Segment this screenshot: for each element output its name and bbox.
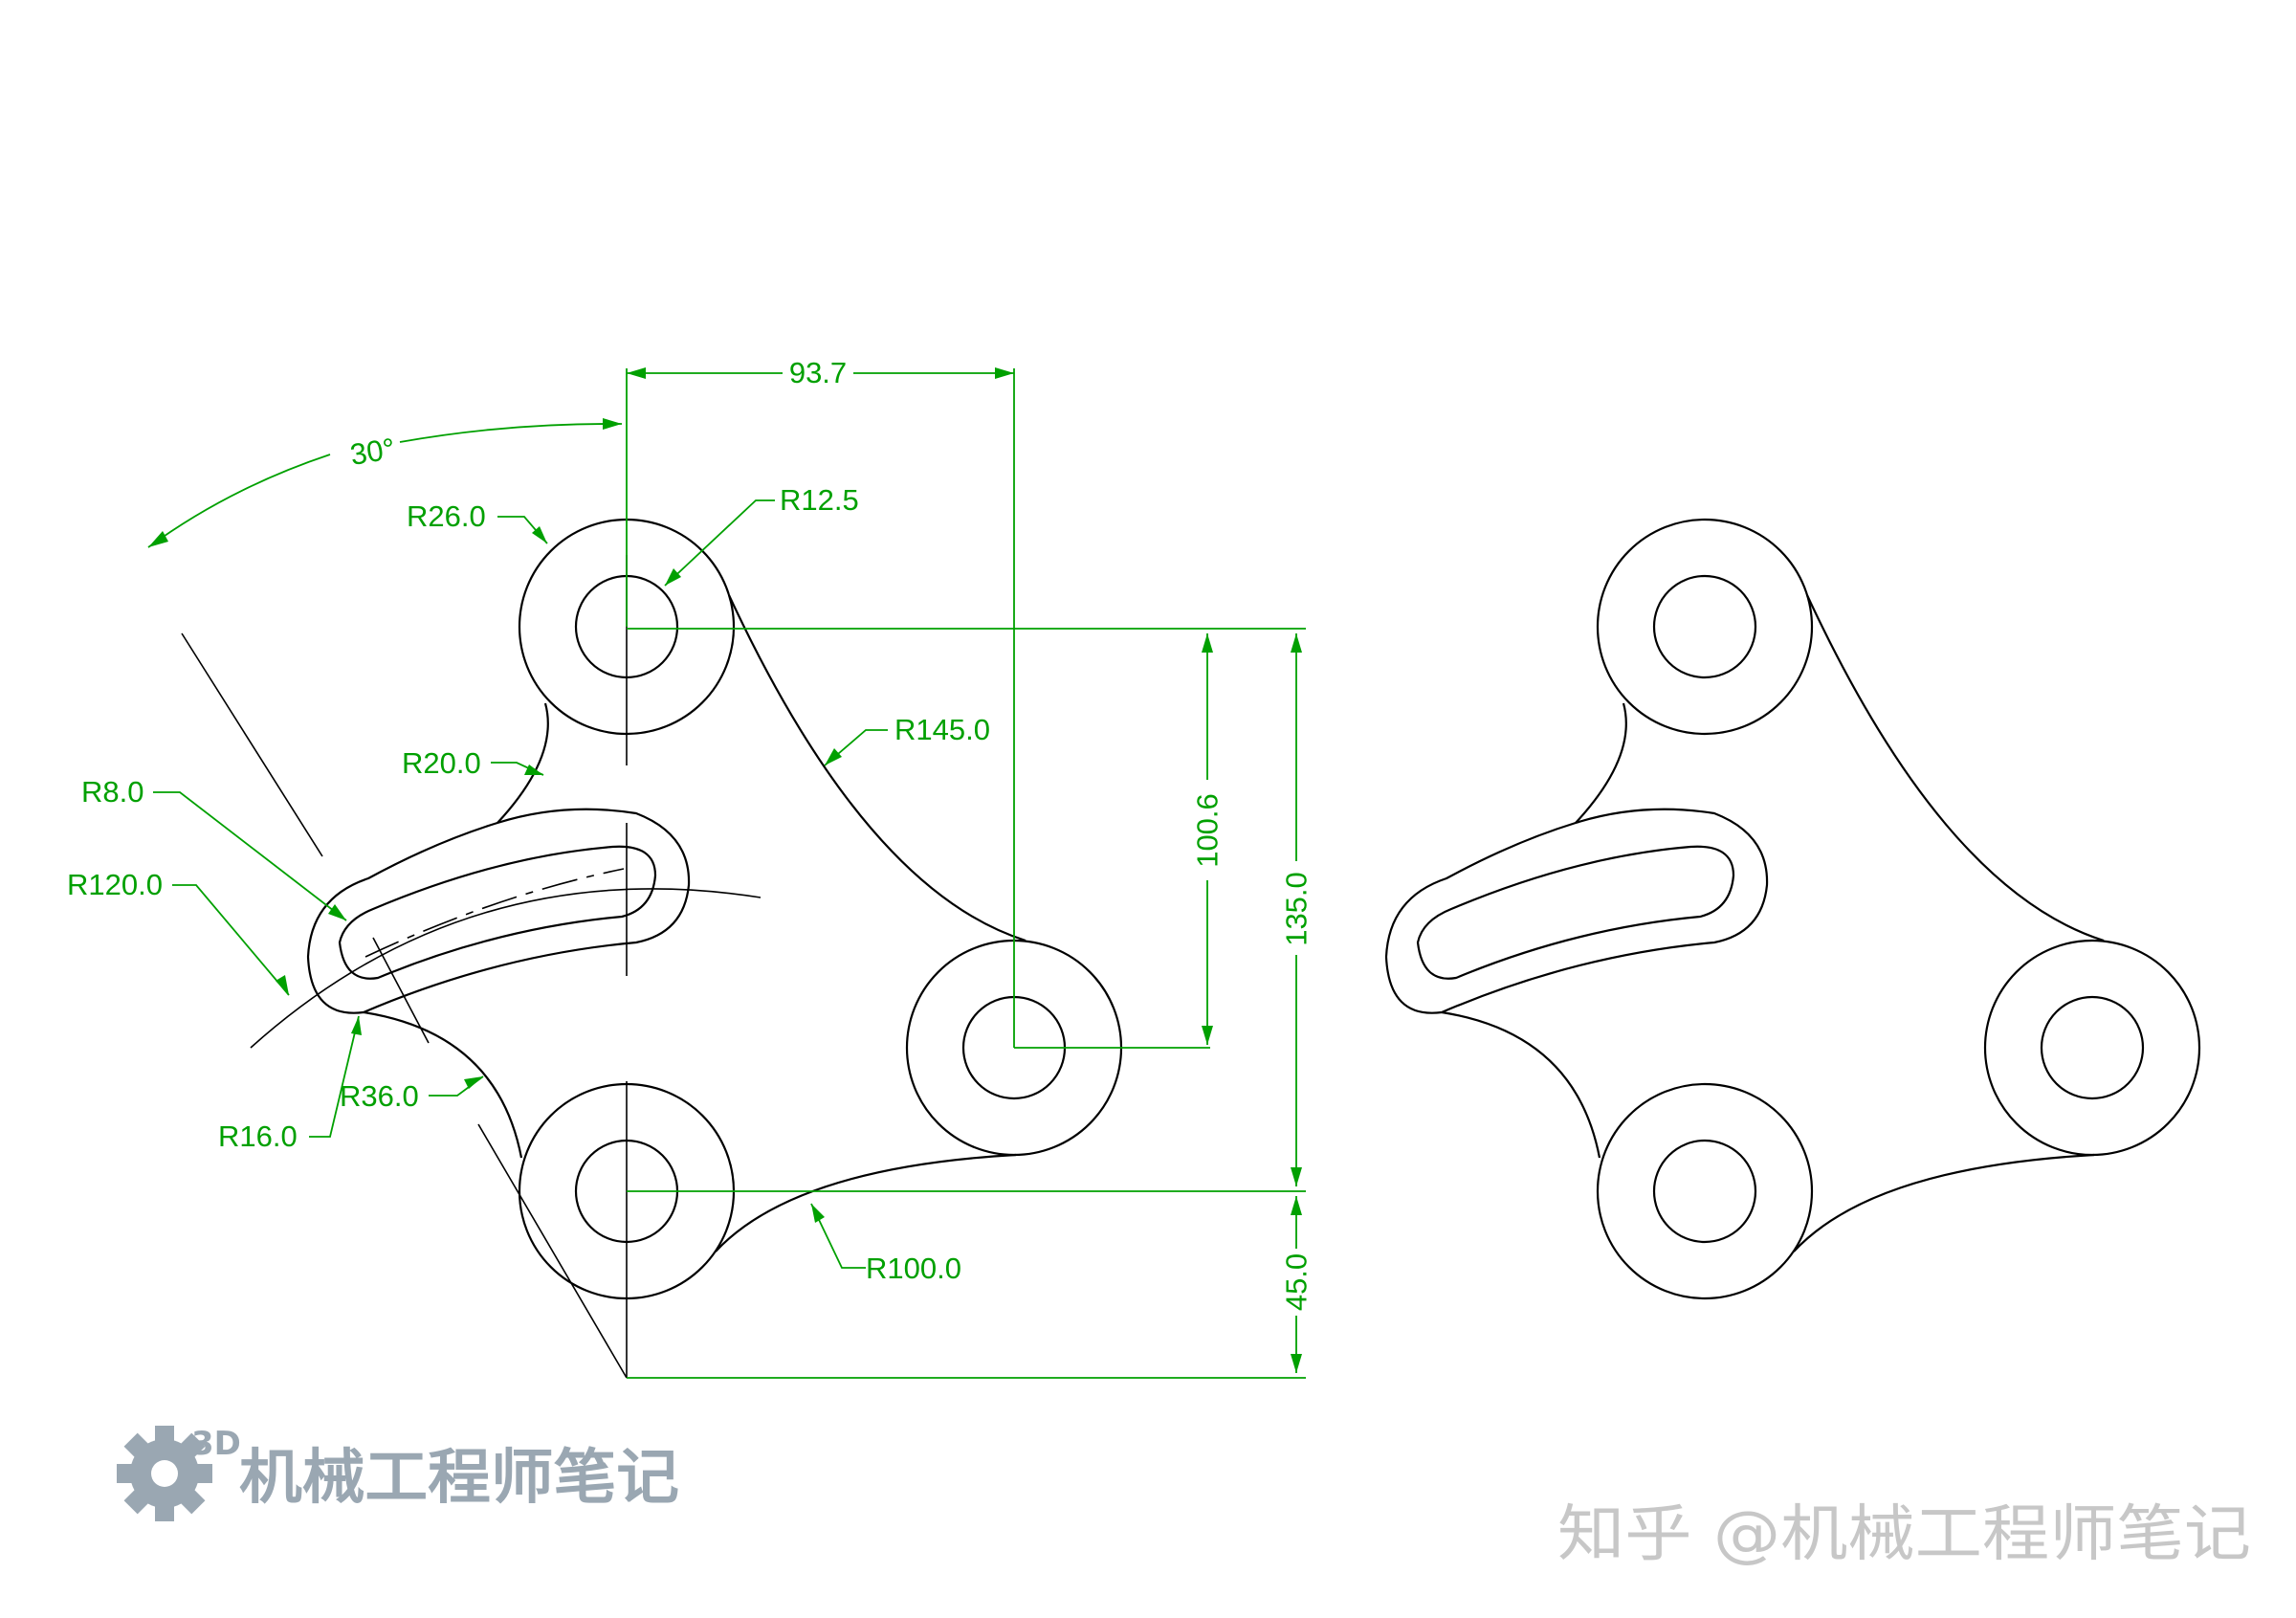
arrowhead [276,975,289,995]
dim-label-r120: R120.0 [67,868,163,901]
dim-30-angle-arc-right [399,423,623,443]
slot-end-construction-line [372,937,430,1044]
right-part-bottom-boss-hole [1652,1139,1757,1244]
arrowhead [524,765,543,775]
dim-label-30-deg: 30° [348,432,398,472]
r145-flank-arc [728,594,1027,942]
slot-centerline-arc [364,868,625,958]
logo-watermark: 3D 机械工程师笔记 [117,1425,679,1521]
right-part-slot-outer [1384,808,1769,1014]
logo-text: 机械工程师笔记 [239,1442,679,1512]
right-part-top-boss-hole [1652,574,1757,679]
dim-label-r36: R36.0 [340,1079,419,1113]
r36-fillet-arc [363,1010,523,1159]
right-part-right-boss-hole [2040,995,2145,1100]
arrowhead [1202,1026,1213,1045]
slot-inner-contour [338,845,657,980]
leader-r100 [810,1203,866,1269]
dim-label-r145: R145.0 [894,713,990,746]
right-part-top-boss-outer [1596,518,1814,736]
leader-r12-5 [664,499,775,587]
leader-r120 [172,884,290,996]
dim-label-100-6: 100.6 [1191,793,1225,868]
arrowhead [627,367,646,379]
arrowhead [328,904,346,920]
r100-flank-arc [715,1153,1017,1252]
arrowhead [1202,633,1213,653]
right-part-r36-fillet [1441,1010,1601,1159]
dim-label-r16: R16.0 [218,1119,298,1153]
right-part-outline [1384,518,2201,1300]
arrowhead [825,748,842,765]
arrowhead [464,1076,483,1089]
dim-label-45: 45.0 [1280,1253,1314,1311]
dim-label-r12-5: R12.5 [780,483,859,517]
arrowhead [995,367,1014,379]
right-part-r145-flank [1806,594,2105,942]
right-part-bottom-boss-outer [1596,1082,1814,1300]
dimension-lines [147,368,1306,1379]
right-part-r20-fillet [1575,702,1627,824]
logo-badge-text: 3D [191,1425,241,1463]
r120-construction-arc [250,888,762,1049]
arrowhead [351,1016,362,1035]
dim-label-r100: R100.0 [866,1252,961,1285]
dimension-labels: 93.7 30° R26.0 R12.5 R145.0 R20.0 R8.0 R… [67,356,1314,1311]
dim-label-135: 135.0 [1280,872,1314,946]
leader-r16 [309,1015,360,1138]
right-part-right-boss-outer [1983,939,2201,1157]
dim-label-r20: R20.0 [402,746,481,780]
arrowhead [603,418,622,430]
dim-label-r26: R26.0 [407,499,486,533]
arrowhead [532,526,547,543]
dim-30-angle-arc-left [147,454,331,548]
right-part-slot-inner [1416,845,1735,980]
right-part-r100-flank [1793,1153,2095,1252]
arrowhead [148,531,168,547]
lower-construction-line [477,1123,628,1379]
arrowhead [1291,1196,1302,1215]
dim-label-r8: R8.0 [81,775,144,809]
arrowhead [811,1204,825,1223]
slot-outer-contour [306,808,691,1014]
angle-construction-line [181,632,323,857]
dimension-arrowheads [148,367,1302,1373]
arrowhead [1291,1167,1302,1186]
arrowhead [665,568,681,586]
dim-label-93-7: 93.7 [789,356,847,389]
gear-icon [117,1426,212,1521]
left-part-outline [181,518,1123,1379]
arrowhead [1291,633,1302,653]
zhihu-watermark: 知乎 @机械工程师笔记 [1557,1499,2251,1570]
r20-fillet-arc [497,702,549,824]
arrowhead [1291,1354,1302,1373]
leader-r8 [153,791,347,921]
